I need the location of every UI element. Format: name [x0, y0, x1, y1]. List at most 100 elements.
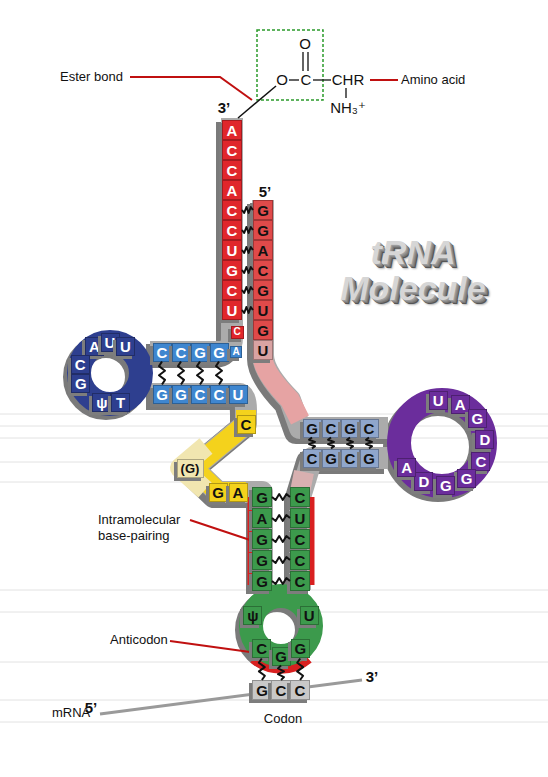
backbone-band — [150, 118, 232, 352]
nucleotide-box: ψ — [243, 606, 262, 625]
base-pair-bond — [197, 362, 203, 385]
nucleotide-box: G — [71, 374, 90, 393]
base-pair-bond — [242, 227, 253, 233]
nucleotide-letter: G — [256, 683, 268, 698]
leader-line — [170, 641, 250, 652]
nucleotide-letter: U — [258, 303, 269, 318]
base-pair-bond — [216, 362, 222, 385]
base-pair-line — [242, 287, 253, 293]
nucleotide-box: C — [290, 550, 310, 570]
nucleotide-box: C — [191, 385, 210, 404]
nucleotide-letter: A — [89, 339, 100, 354]
base-pair-bond — [178, 362, 184, 385]
nucleotide-letter: U — [258, 343, 269, 358]
single-bond — [313, 79, 331, 80]
leader-lines — [130, 77, 398, 652]
nucleotide-box: G — [457, 469, 476, 488]
nucleotide-box: C — [71, 355, 90, 374]
nucleotide-box: G — [360, 449, 379, 468]
nucleotide-letter: C — [214, 387, 225, 402]
nucleotide-box: C — [271, 680, 291, 700]
nucleotide-box: U — [229, 385, 248, 404]
nucleotide-box: G — [153, 385, 172, 404]
nucleotide-box: C — [303, 449, 322, 468]
nucleotide-box: D — [414, 472, 433, 491]
base-pair-line — [242, 247, 253, 253]
backbone-band — [150, 394, 262, 590]
nucleotide-box: G — [252, 571, 272, 591]
nucleotide-box: C — [222, 220, 242, 240]
nucleotide-box: A — [230, 346, 242, 358]
backbone — [150, 118, 388, 590]
base-pair-line — [272, 494, 290, 500]
background-lines — [0, 414, 548, 722]
base-pair-bond — [259, 659, 265, 681]
base-pair-bond — [242, 207, 253, 213]
nucleotide-box: C — [290, 680, 310, 700]
diagram-title: tRNA Molecule — [328, 234, 498, 306]
nucleotide-box: A — [252, 508, 272, 528]
nucleotide-letter: U — [105, 335, 116, 350]
nucleotide-box: G — [252, 529, 272, 549]
base-pair-line — [197, 362, 203, 385]
single-bond — [345, 88, 346, 98]
diagram-label: CHR — [332, 71, 365, 89]
nucleotide-box: G — [291, 639, 310, 658]
nucleotide-box: (G) — [177, 459, 204, 478]
base-pair-line — [272, 578, 290, 584]
nucleotide-box: G — [222, 260, 242, 280]
nucleotide-box: U — [253, 300, 273, 320]
nucleotide-letter: C — [295, 553, 306, 568]
nucleotide-letter: G — [175, 387, 187, 402]
nucleotide-letter: G — [75, 376, 87, 391]
diagram-label: 5’ — [259, 183, 272, 201]
nucleotide-letter: A — [455, 397, 466, 412]
nucleotide-letter: G — [363, 451, 375, 466]
diagram-label: Amino acid — [401, 72, 465, 88]
backbone-band — [300, 458, 388, 590]
base-pair-line — [242, 267, 253, 273]
base-pair-line — [216, 362, 222, 385]
nucleotide-letter: G — [306, 421, 318, 436]
double-bond — [302, 52, 303, 71]
nucleotide-letter: A — [401, 460, 412, 475]
backbone-side — [146, 398, 258, 594]
nucleotide-box: G — [209, 483, 228, 502]
base-pair-bond — [366, 438, 372, 449]
nucleotide-letter: G — [257, 323, 269, 338]
nucleotide-box: U — [253, 340, 273, 360]
nucleotide-box: G — [191, 343, 210, 362]
nucleotide-letter: G — [213, 345, 225, 360]
nucleotide-letter: C — [345, 451, 356, 466]
pink-band — [263, 358, 300, 420]
single-bond — [289, 79, 299, 80]
backbone-band — [263, 200, 388, 428]
nucleotide-letter: G — [156, 387, 168, 402]
base-pair-bond — [242, 307, 253, 313]
diagram-label: 3’ — [366, 668, 379, 686]
nucleotide-box: G — [253, 200, 273, 220]
nucleotide-letter: (G) — [181, 462, 200, 475]
nucleotide-box: A — [229, 483, 248, 502]
leader-line — [130, 77, 252, 100]
base-pair-line — [242, 207, 253, 213]
nucleotide-letter: C — [241, 417, 252, 432]
diagram-label: O — [276, 71, 288, 89]
nucleotide-box: G — [322, 449, 341, 468]
nucleotide-box: C — [290, 571, 310, 591]
nucleotide-box: G — [252, 550, 272, 570]
base-pair-line — [242, 307, 253, 313]
base-pair-bond — [278, 666, 284, 681]
nucleotide-letter: A — [227, 183, 238, 198]
nucleotide-letter: C — [233, 327, 240, 337]
nucleotide-box: T — [111, 393, 130, 412]
nucleotide-box: G — [252, 680, 272, 700]
nucleotide-letter: G — [325, 451, 337, 466]
nucleotide-box: C — [222, 160, 242, 180]
base-pair-bond — [272, 557, 290, 563]
base-pair-line — [272, 536, 290, 542]
nucleotide-letter: C — [258, 263, 269, 278]
nucleotide-letter: A — [233, 485, 244, 500]
nucleotide-letter: D — [418, 474, 429, 489]
